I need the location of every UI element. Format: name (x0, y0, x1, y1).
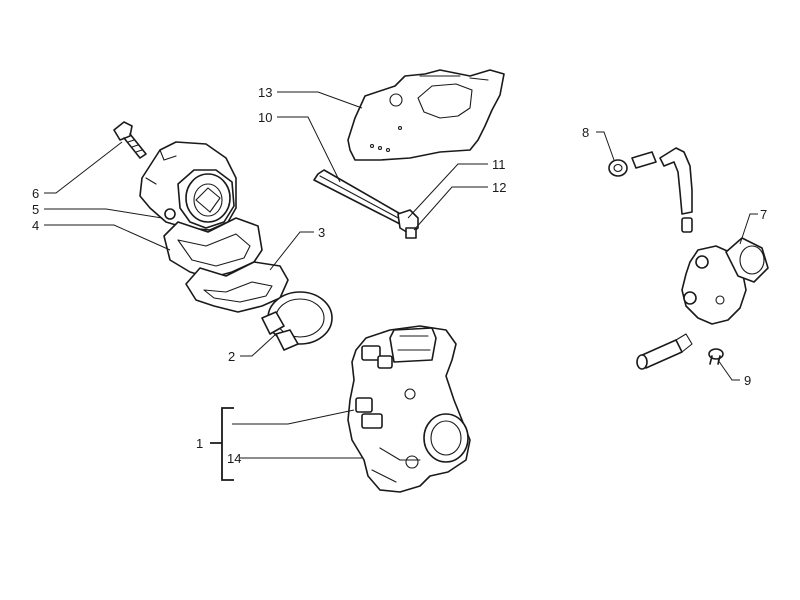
part-13-filter-gasket (347, 69, 505, 161)
part-8-connector (608, 151, 657, 177)
part-4-gasket (163, 217, 263, 279)
part-3-spacer (185, 261, 289, 313)
leader-lines (44, 91, 758, 459)
callout-11: 11 (492, 157, 506, 172)
part-7-fuel-hose (659, 147, 693, 233)
callout-7: 7 (760, 207, 767, 222)
group-bracket (210, 407, 234, 481)
callout-5: 5 (32, 202, 39, 217)
callout-3: 3 (318, 225, 325, 240)
callout-9: 9 (744, 373, 751, 388)
part-sensor-plug (636, 333, 693, 370)
callout-12: 12 (492, 180, 506, 195)
part-5-intake-manifold (139, 141, 237, 231)
callout-labels: 13 10 11 12 6 5 4 3 2 8 7 9 1 14 (32, 85, 767, 466)
part-7-housing (681, 237, 769, 325)
part-1-carburetor (347, 325, 471, 493)
callout-1: 1 (196, 436, 203, 451)
callout-4: 4 (32, 218, 39, 233)
callout-2: 2 (228, 349, 235, 364)
part-6-screw (113, 121, 147, 159)
callout-14: 14 (227, 451, 241, 466)
part-11-12-hose-clamp (397, 209, 419, 239)
part-10-breather-hose (313, 169, 405, 225)
part-9-screw (708, 348, 724, 365)
callout-10: 10 (258, 110, 272, 125)
callout-13: 13 (258, 85, 272, 100)
callout-6: 6 (32, 186, 39, 201)
part-2-clamp (261, 291, 333, 351)
callout-8: 8 (582, 125, 589, 140)
